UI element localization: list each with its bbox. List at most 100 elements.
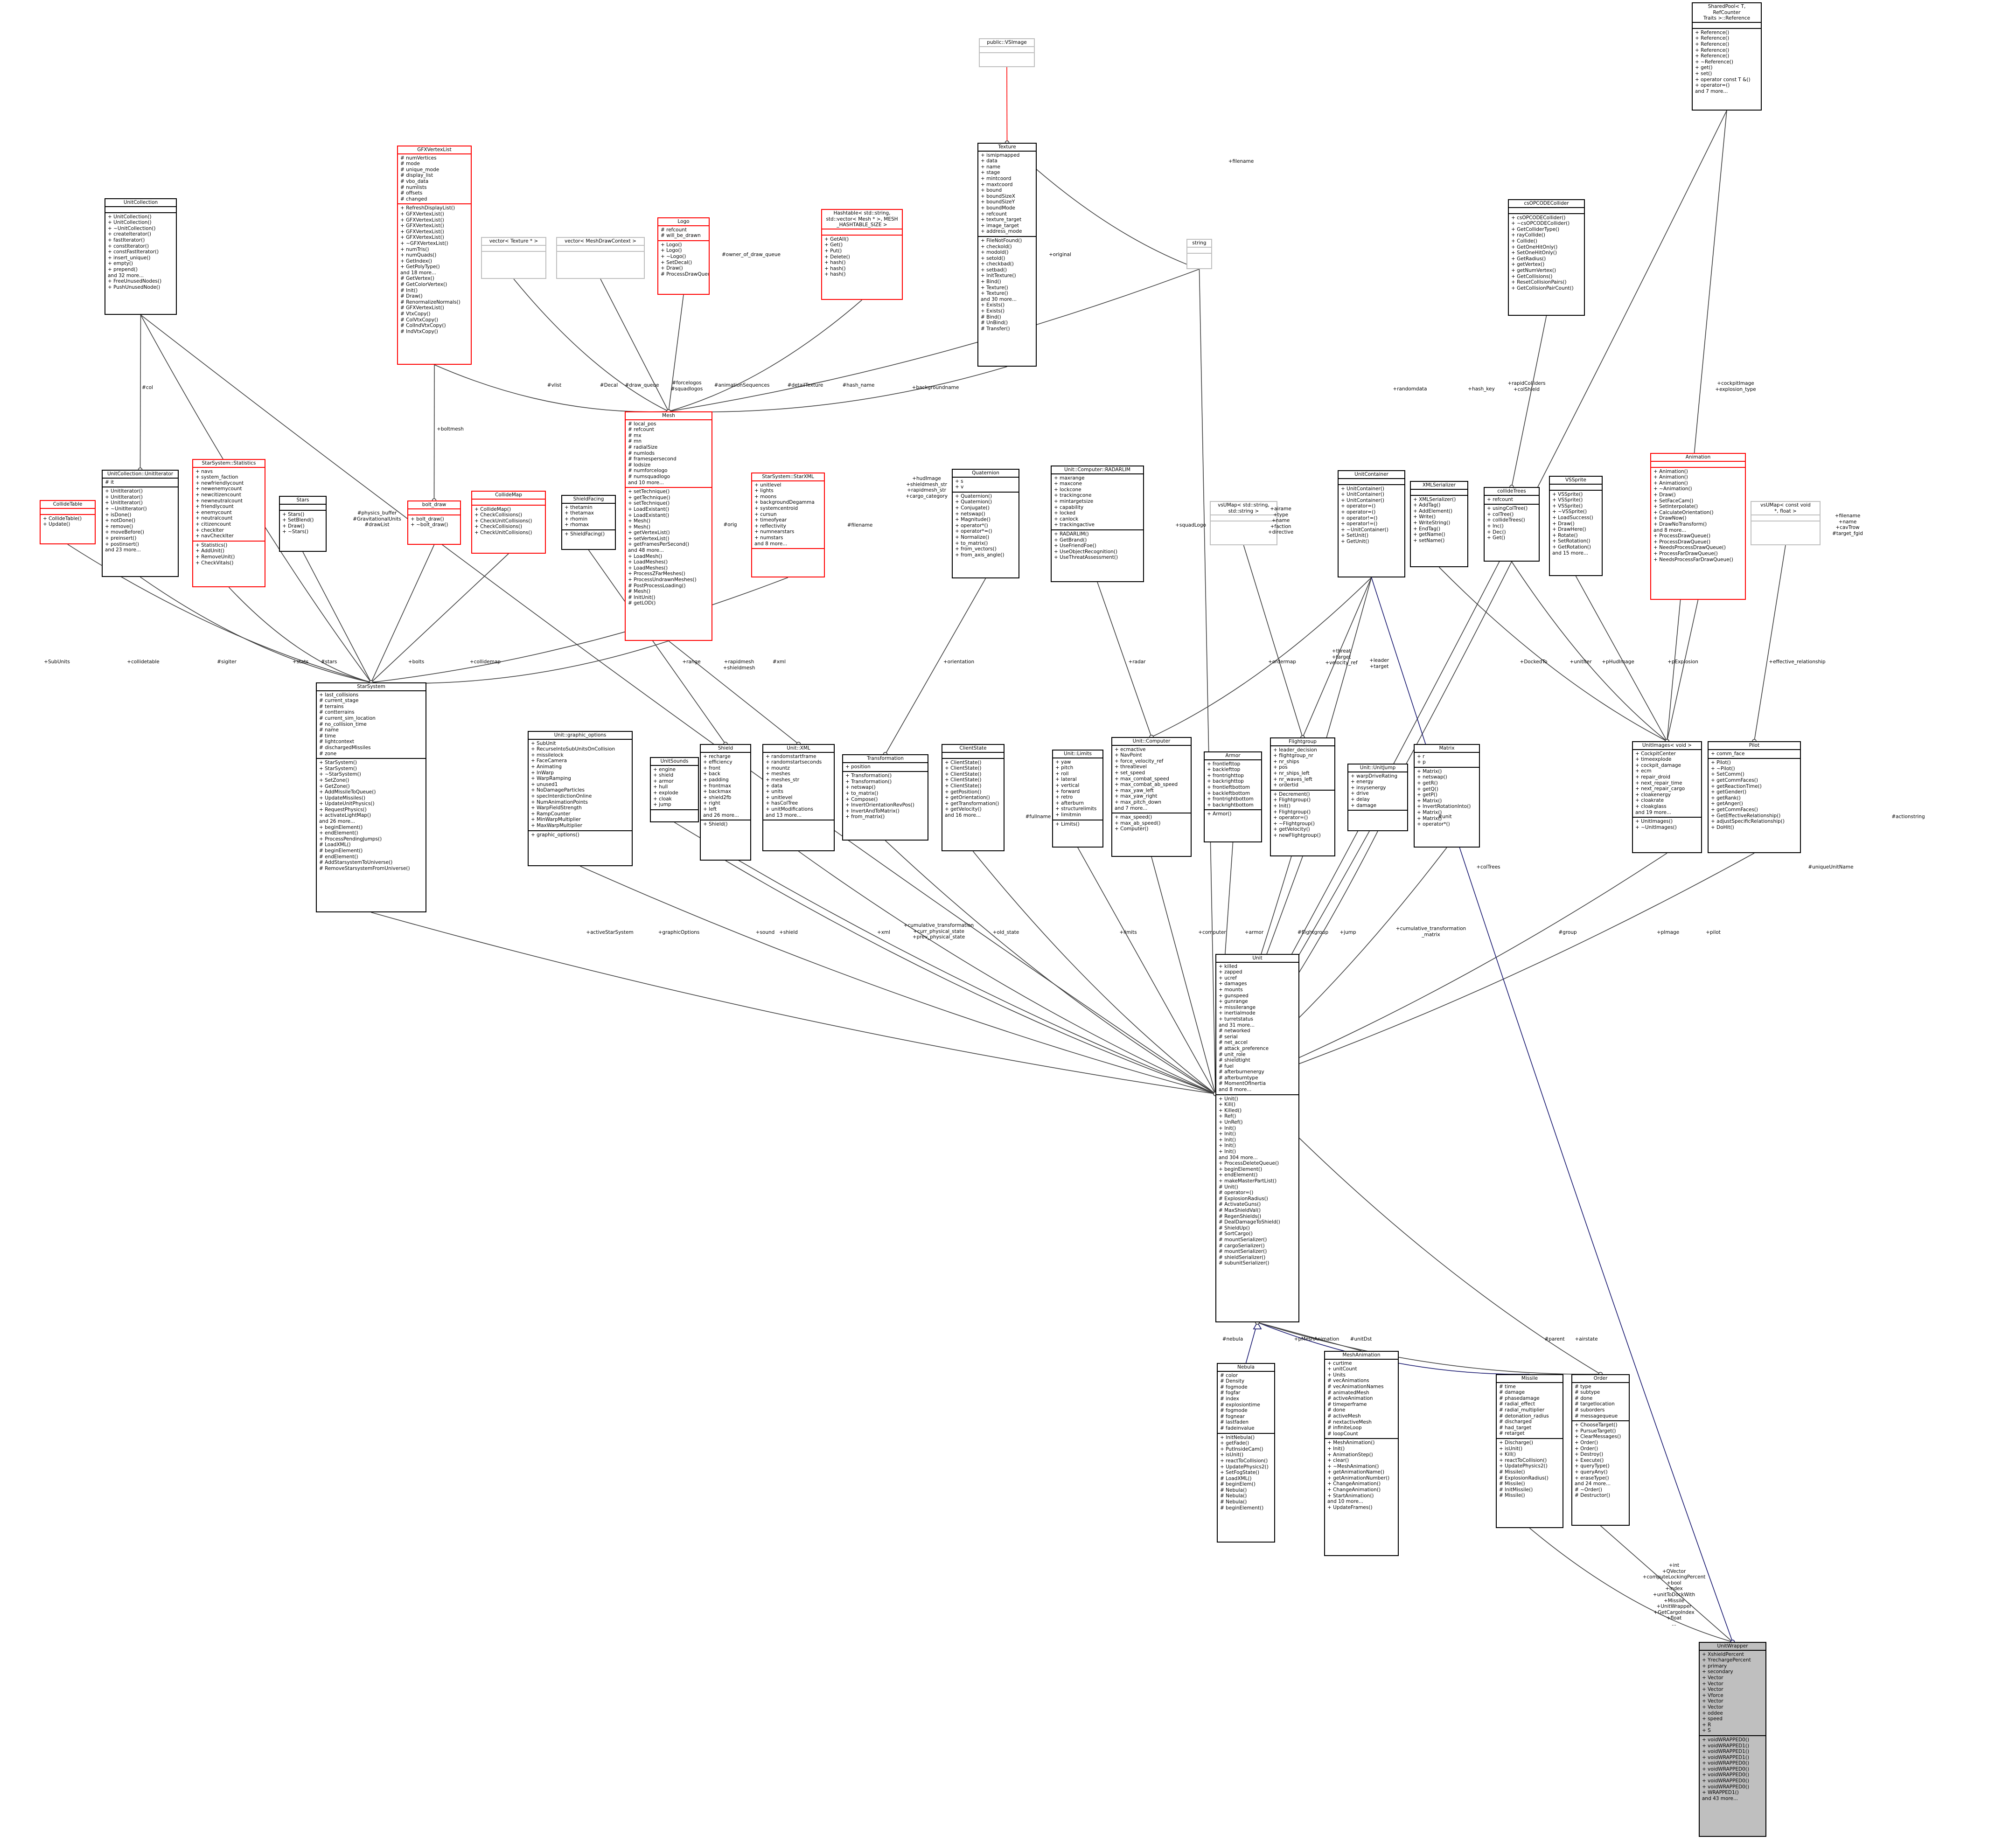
method-line: + to_matrix() [955, 540, 988, 546]
edge-label: #filename [847, 522, 873, 528]
attribute-line: + last_collisions [319, 692, 359, 698]
class-methods: + ChooseTarget()+ PursueTarget()+ ClearM… [1572, 1421, 1629, 1500]
edge-label: +shield [779, 930, 798, 935]
method-line: + SetZone() [319, 777, 349, 783]
method-line: + netswap() [1417, 774, 1447, 780]
attribute-line: + backmax [703, 789, 731, 795]
relationship-edge [1302, 577, 1372, 738]
class-methods: + UnitImages()+ ~UnitImages() [1633, 818, 1701, 832]
method-line: + Order() [1575, 1446, 1598, 1452]
class-attributes: + comm_face [1709, 750, 1800, 759]
attribute-line: # done [1575, 1395, 1593, 1401]
attribute-line: + next_repair_cargo [1635, 786, 1685, 792]
attribute-line: + refcount [1487, 496, 1514, 502]
method-line: + Transformation() [845, 779, 892, 785]
class-title: vsUMap< std::string, std::string > [1211, 502, 1277, 516]
method-line: + FreeUnusedNodes() [108, 278, 162, 285]
method-line: + UnRef() [1219, 1119, 1243, 1126]
method-line: + InvertOrientationRevPos() [845, 802, 914, 808]
class-title: Nebula [1218, 1364, 1274, 1372]
method-line: + ~UnitImages() [1635, 824, 1677, 830]
method-line: + Discharge() [1499, 1439, 1533, 1446]
method-line: + Decrement() [1273, 791, 1310, 797]
attribute-line: + MaxWarpMultiplier [531, 822, 582, 828]
class-attributes: + recharge+ efficiency+ front+ back+ pad… [701, 753, 750, 821]
method-line: + WRAPPED1() [1702, 1790, 1739, 1796]
method-line: + checkbad() [981, 261, 1014, 267]
method-line: + FileNotFound() [981, 237, 1022, 243]
class-shield: Shield+ recharge+ efficiency+ front+ bac… [700, 744, 751, 861]
relationship-edge [433, 364, 435, 501]
class-methods: + Limits() [1053, 820, 1102, 829]
attribute-line: # damage [1499, 1390, 1525, 1396]
edge-label: +computer [1198, 930, 1226, 935]
method-line: # ShieldUp() [1219, 1225, 1250, 1231]
method-line: + Stars() [282, 511, 305, 517]
edge-label: #unitDst [1350, 1336, 1372, 1342]
method-line: + operator!=() [1341, 521, 1378, 527]
attribute-line: + rhomin [565, 516, 588, 522]
attribute-line: + data [766, 783, 782, 789]
method-line: + from_matrix() [845, 814, 885, 820]
attribute-line: + hasColTree [766, 800, 798, 806]
class-attributes: + warpDriveRating+ energy+ insysenergy+ … [1348, 772, 1407, 811]
attribute-line: + Vector [1702, 1681, 1723, 1687]
class-attributes: + unitlevel+ lights+ moons+ backgroundDe… [752, 481, 824, 549]
attribute-line: + jump [653, 802, 671, 808]
class-collidetable: CollideTable+ CollideTable()+ Update() [40, 500, 96, 544]
class-title: Unit::graphic_options [529, 732, 632, 740]
method-line: # UnBind() [981, 320, 1008, 326]
method-line: + ~UnitContainer() [1341, 527, 1388, 533]
attribute-line: + NavPoint [1115, 752, 1142, 758]
class-unit: Unit+ killed+ zapped+ ucref+ damages+ mo… [1215, 954, 1299, 1322]
method-line: + ~Reference() [1695, 59, 1734, 65]
method-line: # Transfer() [981, 326, 1010, 332]
class-title: CollideTable [41, 501, 95, 509]
attribute-line: + navCheckIter [195, 533, 234, 539]
relationship-edge [1097, 582, 1152, 737]
method-line: + beginElement() [319, 824, 363, 830]
attribute-line: + vertical [1055, 782, 1080, 788]
class-attributes: # local_pos# refcount# mx# mn# radialSiz… [626, 420, 712, 488]
attribute-line: + afterburn [1055, 800, 1084, 806]
attribute-line: and 10 more... [628, 480, 664, 486]
edge-label: #col [142, 385, 153, 390]
class-title: Pilot [1709, 742, 1800, 750]
relationship-edge [588, 549, 726, 744]
attribute-line: # no_collision_time [319, 721, 367, 727]
attribute-line: + cloakrate [1635, 798, 1664, 804]
class-methods: + Pilot()+ ~Pilot()+ SetComm()+ getCommF… [1709, 759, 1800, 832]
method-line: + operator=() [1273, 815, 1308, 821]
attribute-line: # current_sim_location [319, 715, 376, 721]
method-line: + queryType() [1575, 1463, 1610, 1469]
edge-label: +pExplosion [1667, 659, 1698, 665]
method-line: + voidWRAPPED0() [1702, 1766, 1750, 1772]
relationship-edge [140, 577, 371, 683]
method-line: + NeedsProcessDrawQueue() [1653, 545, 1726, 551]
method-line: + getAnimationName() [1327, 1469, 1385, 1475]
class-nebula: Nebula# color# Density# fogmode# fogfar#… [1217, 1363, 1275, 1543]
attribute-line: # time [1499, 1383, 1516, 1390]
attribute-line: + curtime [1327, 1360, 1352, 1366]
attribute-line: # detonation_radius [1499, 1413, 1549, 1419]
attribute-line: + missilelock [531, 752, 564, 758]
attribute-line: # afterburntype [1219, 1075, 1258, 1081]
attribute-line: # net_accel [1219, 1040, 1248, 1046]
method-line: + RemoveUnit() [195, 554, 235, 560]
attribute-line: # mn [628, 438, 642, 445]
method-line: + Bind() [981, 279, 1001, 285]
class-methods: + Statistics()+ AddUnit()+ RemoveUnit()+… [193, 542, 265, 567]
method-line: # ExplosionRadius() [1219, 1196, 1268, 1202]
edge-label: +leader +target [1369, 658, 1389, 669]
method-line: + Texture() [981, 291, 1008, 297]
method-line: + UnitImages() [1635, 819, 1673, 825]
attribute-line: # terrains [319, 703, 344, 709]
class-clientstate: ClientState+ ClientState()+ ClientState(… [942, 744, 1005, 851]
method-line: + getOrientation() [945, 795, 990, 801]
class-attributes: + leader_decision+ flightgroup_nr+ nr_sh… [1271, 746, 1334, 791]
class-vsumap-void-float: vsUMap< const void *, float > [1751, 501, 1821, 545]
method-line: + CollideTable() [43, 515, 82, 521]
attribute-line: # radial_effect [1499, 1401, 1535, 1407]
class-methods: + VSSprite()+ VSSprite()+ VSSprite()+ ~V… [1550, 491, 1602, 558]
